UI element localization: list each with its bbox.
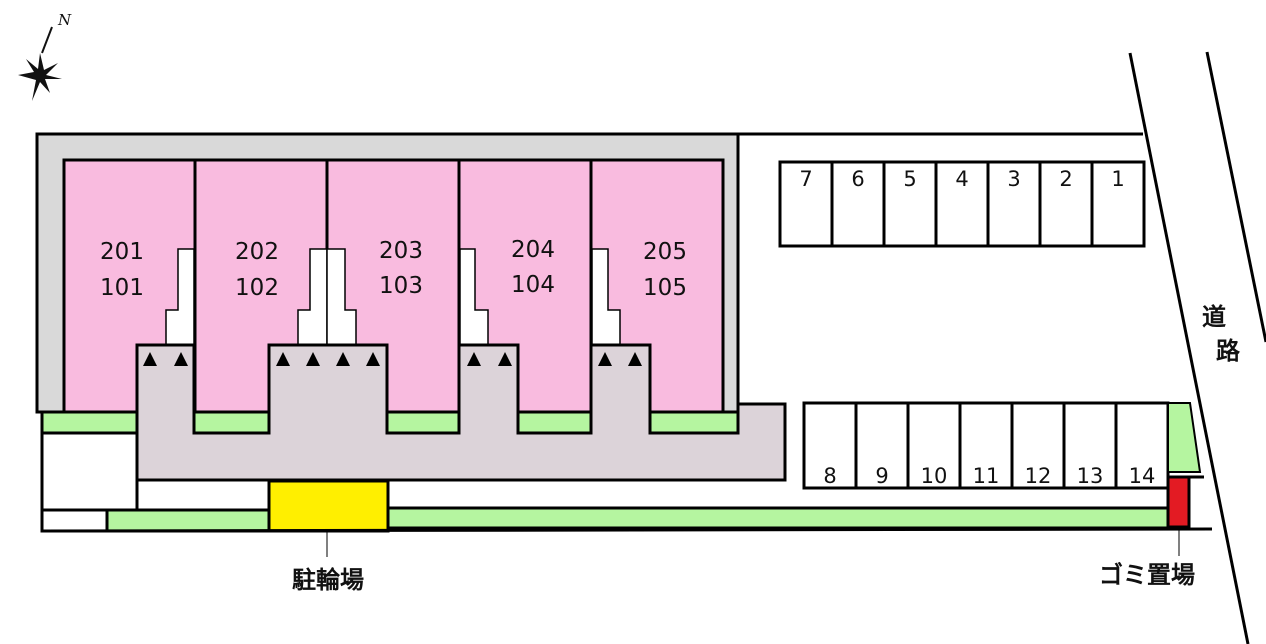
parking-space-number: 8 [823, 464, 836, 488]
unit-upper-label: 204 [511, 237, 555, 263]
unit-lower-label: 102 [235, 275, 279, 301]
parking-space [958, 401, 1014, 490]
road-label-2: 路 [1216, 336, 1241, 365]
unit-labels: 201 101 202 102 203 103 204 104 205 105 [100, 237, 687, 301]
entrance-triangle-icon [174, 352, 188, 366]
compass-rose-icon: N [18, 11, 72, 101]
parking-space-number: 5 [903, 167, 916, 191]
parking-space-number: 12 [1025, 464, 1052, 488]
compass-north-label: N [57, 11, 72, 29]
parking-space-number: 4 [955, 167, 968, 191]
unit-upper-label: 201 [100, 239, 144, 265]
unit-lower-label: 104 [511, 272, 555, 298]
unit-upper-label: 202 [235, 239, 279, 265]
garbage-label: ゴミ置場 [1099, 560, 1195, 589]
parking-space-number: 1 [1111, 167, 1124, 191]
parking-space [934, 160, 990, 248]
entrance-triangle-icon [598, 352, 612, 366]
open-space [40, 431, 139, 512]
bicycle-parking-area [267, 479, 390, 533]
parking-space [882, 160, 938, 248]
entrance-triangle-icon [467, 352, 481, 366]
bottom-white-cell [40, 508, 109, 533]
road-edge-left [1128, 52, 1250, 644]
parking-space-number: 7 [799, 167, 812, 191]
parking-space-number: 11 [973, 464, 1000, 488]
unit-upper-label: 203 [379, 238, 423, 264]
parking-space-number: 10 [921, 464, 948, 488]
road-label-1: 道 [1202, 302, 1226, 331]
parking-space-number: 2 [1059, 167, 1072, 191]
greenery-corner [1167, 402, 1202, 473]
parking-top: 7 6 5 4 3 2 1 [778, 160, 1146, 248]
unit-lower-label: 101 [100, 275, 144, 301]
stairs [165, 248, 621, 346]
parking-space [1090, 160, 1146, 248]
entrance-triangle-icon [628, 352, 642, 366]
entrance-triangle-icon [366, 352, 380, 366]
parking-space-number: 14 [1129, 464, 1156, 488]
unit-upper-label: 205 [643, 239, 687, 265]
greenery-bottom-right [386, 506, 1170, 530]
parking-space [778, 160, 834, 248]
bicycle-parking-label: 駐輪場 [292, 565, 364, 594]
road-edge-right [1205, 51, 1266, 343]
greenery-bottom-left [105, 508, 271, 533]
entrance-triangle-icon [336, 352, 350, 366]
unit-lower-label: 105 [643, 275, 687, 301]
parking-bottom: 8 9 10 11 12 13 14 [802, 401, 1170, 490]
entrance-triangle-icon [276, 352, 290, 366]
parking-space [1114, 401, 1170, 490]
parking-space-number: 3 [1007, 167, 1020, 191]
parking-space [1010, 401, 1066, 490]
parking-space-number: 9 [875, 464, 888, 488]
parking-space-number: 6 [851, 167, 864, 191]
entrance-triangle-icon [498, 352, 512, 366]
parking-space-number: 13 [1077, 464, 1104, 488]
garbage-area [1166, 475, 1191, 529]
unit-lower-label: 103 [379, 273, 423, 299]
parking-space [986, 160, 1042, 248]
common-corridor [135, 343, 787, 482]
entrance-markers [143, 352, 642, 366]
parking-space [802, 401, 858, 490]
boundary-bottom [41, 527, 1213, 533]
entrance-triangle-icon [143, 352, 157, 366]
parking-space [1062, 401, 1118, 490]
entrance-triangle-icon [306, 352, 320, 366]
